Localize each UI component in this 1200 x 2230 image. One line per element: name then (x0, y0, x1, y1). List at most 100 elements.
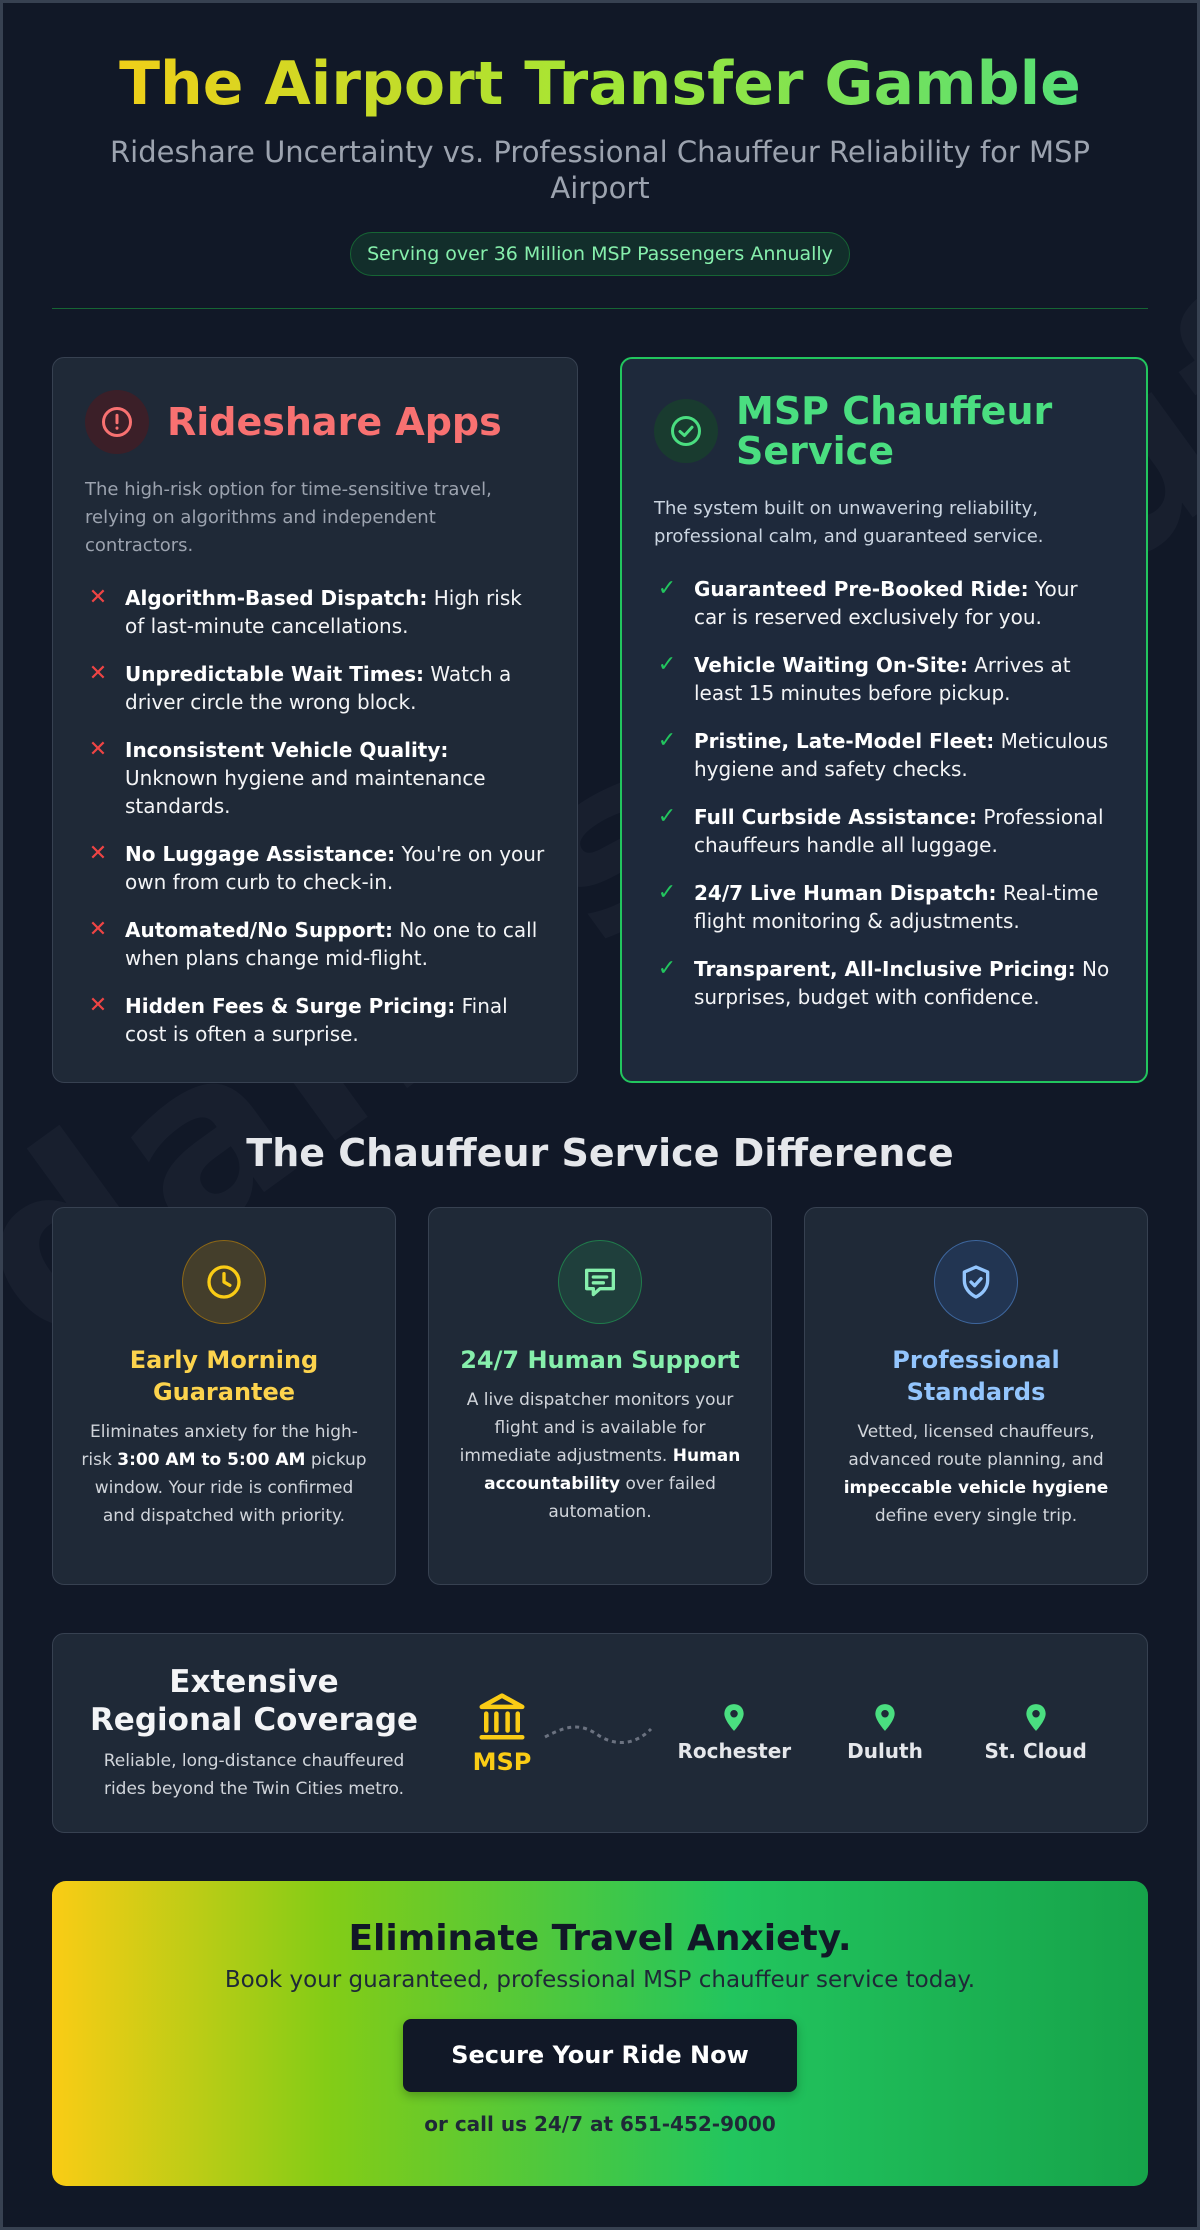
coverage-text: Extensive Regional Coverage Reliable, lo… (89, 1663, 419, 1803)
list-item-detail: No surprises, budget with confidence. (694, 957, 1110, 1009)
list-item-detail: You're on your own from curb to check-in… (125, 842, 545, 894)
list-item-text: Full Curbside Assistance: Professional c… (694, 803, 1114, 859)
list-item-label: No Luggage Assistance: (125, 842, 396, 866)
list-item: ✓ Vehicle Waiting On-Site: Arrives at lea… (654, 651, 1114, 707)
msp-label: MSP (472, 1748, 532, 1776)
difference-title: The Chauffeur Service Difference (246, 1131, 954, 1175)
feature-professional-standards: Professional Standards Vetted, licensed … (804, 1207, 1148, 1585)
feature-title: 24/7 Human Support (460, 1346, 740, 1374)
list-item-label: Algorithm-Based Dispatch: (125, 586, 428, 610)
list-item: ✕Automated/No Support: No one to call wh… (85, 916, 545, 972)
rideshare-card: Rideshare Apps The high-risk option for … (52, 357, 578, 1083)
chauffeur-title: MSP Chauffeur Service (736, 389, 1053, 473)
map-pin-icon (1025, 1704, 1046, 1731)
page-title: The Airport Transfer Gamble (52, 48, 1148, 120)
list-item-text: Algorithm-Based Dispatch: High risk of l… (125, 584, 545, 640)
check-icon: ✓ (657, 728, 677, 753)
list-item: ✓ Pristine, Late-Model Fleet: Meticulous … (654, 727, 1114, 783)
feature-title: Professional Standards (892, 1346, 1060, 1406)
comparison-section: Rideshare Apps The high-risk option for … (52, 357, 1148, 1083)
list-item-text: 24/7 Live Human Dispatch: Real-time flig… (694, 879, 1114, 935)
check-icon: ✓ (657, 576, 677, 601)
list-item: ✕Unpredictable Wait Times: Watch a drive… (85, 660, 545, 716)
list-item: ✓Guaranteed Pre-Booked Ride: Your car is… (654, 575, 1114, 631)
list-item-detail: Meticulous hygiene and safety checks. (694, 729, 1109, 781)
list-item-label: 24/7 Live Human Dispatch: (694, 881, 997, 905)
x-icon: ✕ (88, 841, 108, 866)
feature-human-support: 24/7 Human Support A live dispatcher mon… (428, 1207, 772, 1585)
coverage-title: Extensive Regional Coverage (89, 1664, 419, 1738)
alert-circle-icon (85, 390, 149, 454)
cta-phone[interactable]: or call us 24/7 at 651-452-9000 (424, 2112, 776, 2136)
message-icon (558, 1240, 642, 1324)
x-icon: ✕ (88, 917, 108, 942)
coverage-subtitle: Reliable, long-distance chauffeured ride… (103, 1751, 405, 1799)
feature-early-morning: Early Morning Guarantee Eliminates anxie… (52, 1207, 396, 1585)
list-item-detail: Unknown hygiene and maintenance standard… (125, 766, 486, 818)
list-item: ✕ No Luggage Assistance: You're on your o… (85, 840, 545, 896)
x-icon: ✕ (88, 585, 108, 610)
city-label: Rochester (677, 1739, 792, 1763)
rideshare-title: Rideshare Apps (167, 400, 502, 444)
feature-title: Early Morning Guarantee (129, 1346, 319, 1406)
list-item-text: No Luggage Assistance: You're on your ow… (125, 840, 545, 896)
list-item-detail: Real-time flight monitoring & adjustment… (694, 881, 1099, 933)
list-item-detail: Final cost is often a surprise. (125, 994, 508, 1046)
shield-check-icon (934, 1240, 1018, 1324)
list-item-detail: High risk of last-minute cancellations. (125, 586, 522, 638)
page-header: The Airport Transfer Gamble Rideshare Un… (52, 0, 1148, 309)
landmark-icon (479, 1693, 525, 1740)
feature-description: A live dispatcher monitors your flight a… (457, 1386, 743, 1526)
coverage-section: Extensive Regional Coverage Reliable, lo… (52, 1633, 1148, 1833)
header-divider (52, 308, 1148, 309)
feature-highlight: Human accountability (484, 1446, 741, 1494)
page-subtitle: Rideshare Uncertainty vs. Professional C… (110, 135, 1090, 205)
list-item-text: Transparent, All-Inclusive Pricing: No s… (694, 955, 1114, 1011)
chauffeur-list: ✓Guaranteed Pre-Booked Ride: Your car is… (654, 575, 1114, 1011)
feature-highlight: impeccable vehicle hygiene (843, 1478, 1109, 1498)
feature-highlight: 3:00 AM to 5:00 AM (117, 1450, 306, 1470)
map-pin-icon (875, 1704, 895, 1731)
list-item: ✕Inconsistent Vehicle Quality: Unknown h… (85, 736, 545, 820)
list-item-detail: Your car is reserved exclusively for you… (694, 577, 1078, 629)
list-item-label: Inconsistent Vehicle Quality: (125, 738, 449, 762)
feature-text: Eliminates anxiety for the high-risk (81, 1422, 358, 1470)
list-item-detail: No one to call when plans change mid-fli… (125, 918, 538, 970)
feature-text: define every single trip. (874, 1506, 1078, 1526)
features-section: Early Morning Guarantee Eliminates anxie… (52, 1207, 1148, 1585)
list-item-detail: Arrives at least 15 minutes before picku… (694, 653, 1071, 705)
check-circle-icon (654, 399, 718, 463)
list-item-label: Full Curbside Assistance: (694, 805, 978, 829)
cta-title: Eliminate Travel Anxiety. (348, 1918, 852, 1959)
map-pin-icon (724, 1704, 744, 1731)
list-item-label: Hidden Fees & Surge Pricing: (125, 994, 456, 1018)
list-item-label: Vehicle Waiting On-Site: (694, 653, 968, 677)
check-icon: ✓ (657, 880, 677, 905)
feature-description: Eliminates anxiety for the high-risk 3:0… (81, 1418, 367, 1530)
list-item: ✓Full Curbside Assistance: Professional … (654, 803, 1114, 859)
list-item-label: Transparent, All-Inclusive Pricing: (694, 957, 1076, 981)
list-item-text: Unpredictable Wait Times: Watch a driver… (125, 660, 545, 716)
check-icon: ✓ (657, 652, 677, 677)
list-item-detail: Professional chauffeurs handle all lugga… (694, 805, 1104, 857)
check-icon: ✓ (657, 956, 677, 981)
list-item-text: Pristine, Late-Model Fleet: Meticulous h… (694, 727, 1114, 783)
list-item-text: Vehicle Waiting On-Site: Arrives at leas… (694, 651, 1114, 707)
feature-text: over failed automation. (548, 1474, 716, 1522)
city-item: Duluth (820, 1703, 950, 1763)
city-label: St. Cloud (984, 1739, 1087, 1763)
feature-description: Vetted, licensed chauffeurs, advanced ro… (833, 1418, 1119, 1530)
rideshare-description: The high-risk option for time-sensitive … (85, 479, 492, 556)
rideshare-list: ✕ Algorithm-Based Dispatch: High risk of … (85, 584, 545, 1048)
secure-ride-button[interactable]: Secure Your Ride Now (403, 2019, 797, 2092)
city-item: St. Cloud (971, 1703, 1101, 1763)
chauffeur-card-header: MSP Chauffeur Service (654, 391, 1114, 471)
list-item-label: Pristine, Late-Model Fleet: (694, 729, 995, 753)
list-item-text: Hidden Fees & Surge Pricing: Final cost … (125, 992, 545, 1048)
route-line (544, 1725, 653, 1744)
rideshare-card-header: Rideshare Apps (85, 390, 545, 454)
list-item-label: Unpredictable Wait Times: (125, 662, 425, 686)
list-item: ✓ 24/7 Live Human Dispatch: Real-time fli… (654, 879, 1114, 935)
list-item-text: Inconsistent Vehicle Quality: Unknown hy… (125, 736, 545, 820)
